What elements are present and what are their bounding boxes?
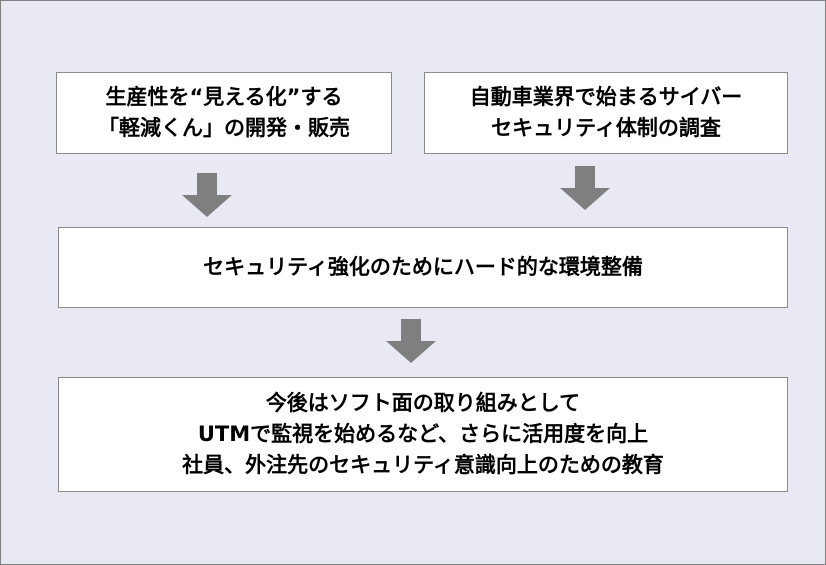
product-box-line-1: 生産性を“見える化”する bbox=[105, 85, 343, 109]
down-arrow-center bbox=[386, 319, 436, 363]
product-development-box: 生産性を“見える化”する 「軽減くん」の開発・販売 bbox=[56, 72, 392, 154]
hardware-environment-box: セキュリティ強化のためにハード的な環境整備 bbox=[58, 227, 788, 308]
product-box-line-2: 「軽減くん」の開発・販売 bbox=[98, 116, 350, 140]
cybersecurity-research-box: 自動車業界で始まるサイバー セキュリティ体制の調査 bbox=[424, 72, 788, 154]
future-initiatives-box: 今後はソフト面の取り組みとして UTMで監視を始めるなど、さらに活用度を向上 社… bbox=[58, 377, 788, 492]
research-box-line-2: セキュリティ体制の調査 bbox=[491, 116, 721, 140]
research-box-line-1: 自動車業界で始まるサイバー bbox=[469, 85, 743, 109]
future-box-line-2: UTMで監視を始めるなど、さらに活用度を向上 bbox=[197, 422, 649, 446]
future-box-line-1: 今後はソフト面の取り組みとして bbox=[265, 391, 581, 415]
future-box-line-3: 社員、外注先のセキュリティ意識向上のための教育 bbox=[182, 453, 664, 477]
down-arrow-right bbox=[560, 166, 610, 210]
hardware-box-line-1: セキュリティ強化のためにハード的な環境整備 bbox=[203, 255, 643, 279]
down-arrow-left bbox=[182, 173, 232, 217]
